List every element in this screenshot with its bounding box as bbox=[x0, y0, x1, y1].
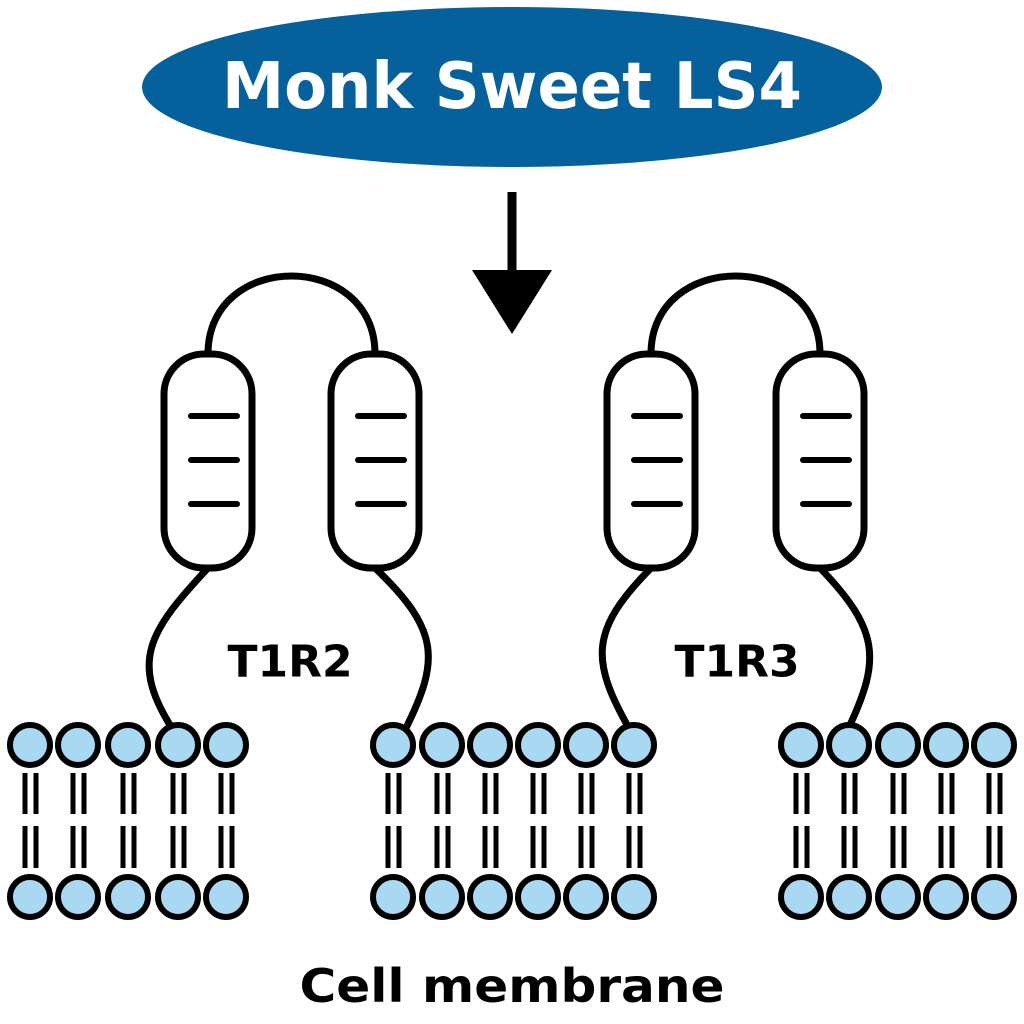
lipid-head bbox=[611, 722, 657, 768]
lipid-head bbox=[778, 722, 824, 768]
lipid-head bbox=[419, 722, 465, 768]
lipid-head bbox=[826, 722, 872, 768]
lipid-head bbox=[611, 874, 657, 920]
lipid-head bbox=[563, 874, 609, 920]
binding-arrow bbox=[472, 192, 552, 334]
receptor-loop bbox=[647, 272, 824, 355]
lipid-head bbox=[875, 722, 921, 768]
lipid-head bbox=[563, 722, 609, 768]
lipid-head bbox=[875, 874, 921, 920]
lipid-head bbox=[203, 874, 249, 920]
arrow-head bbox=[472, 270, 552, 334]
membrane-segment bbox=[370, 722, 657, 920]
lipid-head bbox=[467, 874, 513, 920]
compound-ellipse bbox=[142, 7, 882, 167]
lipid-head bbox=[7, 874, 53, 920]
lipid-head bbox=[105, 722, 151, 768]
receptor-tail bbox=[145, 565, 211, 727]
lipid-head bbox=[923, 722, 969, 768]
lipid-head bbox=[923, 874, 969, 920]
membrane-segment bbox=[7, 722, 249, 920]
receptor-t1r3 bbox=[598, 272, 874, 732]
compound-label: Monk Sweet LS4 bbox=[222, 50, 802, 124]
receptor-t1r2 bbox=[145, 272, 432, 732]
compound-node: Monk Sweet LS4 bbox=[142, 7, 882, 167]
receptor-loop bbox=[204, 272, 379, 355]
receptor-label-t1r3: T1R3 bbox=[674, 637, 799, 688]
lipid-head bbox=[55, 874, 101, 920]
lipid-head bbox=[55, 722, 101, 768]
lipid-head bbox=[203, 722, 249, 768]
lipid-head bbox=[515, 874, 561, 920]
membrane-label: Cell membrane bbox=[300, 959, 725, 1013]
membrane-segment bbox=[778, 722, 1017, 920]
cell-membrane bbox=[7, 722, 1017, 920]
receptor-tail bbox=[372, 565, 432, 732]
lipid-head bbox=[419, 874, 465, 920]
lipid-head bbox=[155, 722, 201, 768]
lipid-head bbox=[778, 874, 824, 920]
lipid-head bbox=[105, 874, 151, 920]
lipid-head bbox=[467, 722, 513, 768]
lipid-head bbox=[370, 874, 416, 920]
receptor-group bbox=[145, 272, 874, 732]
receptor-tail bbox=[598, 565, 654, 732]
lipid-head bbox=[7, 722, 53, 768]
lipid-head bbox=[155, 874, 201, 920]
lipid-head bbox=[370, 722, 416, 768]
receptor-tail bbox=[817, 565, 874, 727]
lipid-head bbox=[826, 874, 872, 920]
lipid-head bbox=[971, 722, 1017, 768]
receptor-label-t1r2: T1R2 bbox=[227, 637, 352, 688]
lipid-head bbox=[971, 874, 1017, 920]
lipid-head bbox=[515, 722, 561, 768]
